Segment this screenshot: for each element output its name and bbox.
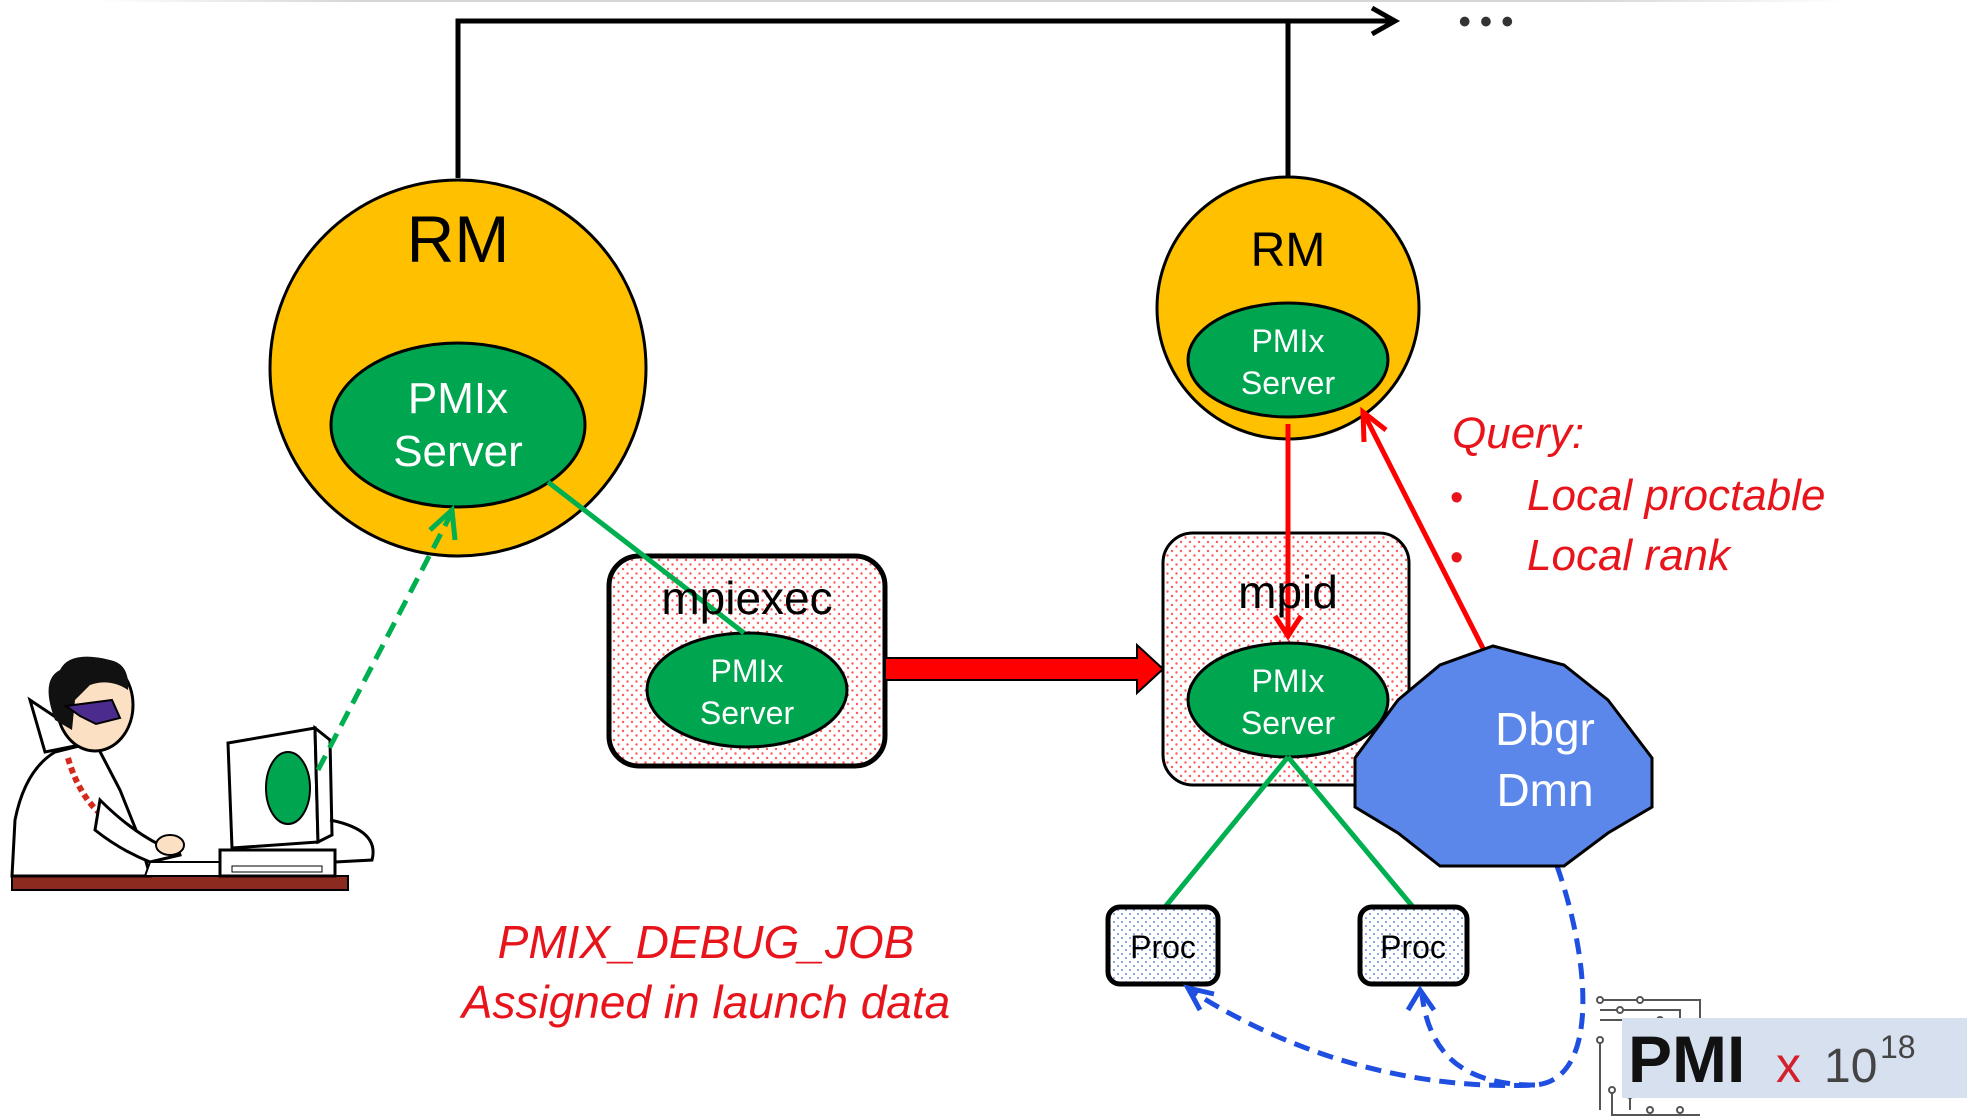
- rm-left-pmix-server: [329, 341, 587, 509]
- proc-left: Proc: [1105, 904, 1221, 987]
- rm-left-title: RM: [407, 202, 510, 276]
- mpiexec-label: mpiexec: [661, 572, 832, 624]
- continuation-ellipsis: • • •: [1459, 3, 1514, 41]
- launch-arrow: [884, 642, 1165, 696]
- debugger-daemon-line1: Dbgr: [1495, 703, 1595, 755]
- green-connections: [546, 480, 1415, 909]
- note-line1: PMIX_DEBUG_JOB: [498, 916, 915, 968]
- rm-left-server-line2: Server: [393, 427, 523, 476]
- logo-x-text: x: [1776, 1037, 1801, 1093]
- logo-exponent-text: 18: [1880, 1029, 1916, 1065]
- mpid-server-line1: PMIx: [1252, 663, 1325, 699]
- query-heading: Query:: [1452, 409, 1584, 458]
- monitor-screen-icon: [265, 751, 311, 825]
- debugger-attach-paths: [1188, 865, 1586, 1088]
- pmix-logo: PMI x 10 18: [1590, 990, 1969, 1120]
- debugger-arrowheads: [1183, 984, 1437, 1012]
- mpiexec-pmix-server: [645, 631, 849, 749]
- mpid-node: PMIx Server: [1161, 531, 1411, 787]
- rm-right-title: RM: [1251, 224, 1326, 277]
- query-arrow: [1360, 406, 1496, 670]
- rm-left-server-line1: PMIx: [408, 374, 508, 423]
- mpiexec-server-line2: Server: [700, 695, 795, 731]
- mpiexec-server-line1: PMIx: [711, 653, 784, 689]
- note-line2: Assigned in launch data: [459, 976, 950, 1028]
- rm-right-server-line2: Server: [1241, 365, 1336, 401]
- debugger-daemon-line2: Dmn: [1496, 764, 1593, 816]
- rm-to-mpid-arrow: [1272, 424, 1304, 641]
- logo-main-text: PMI: [1628, 1022, 1745, 1096]
- rm-left-node: RM PMIx Server: [268, 178, 648, 558]
- user-at-terminal-illustration: [10, 656, 375, 891]
- rm-right-pmix-server: [1186, 301, 1390, 419]
- rm-right-server-line1: PMIx: [1252, 323, 1325, 359]
- mpid-label: mpid: [1238, 566, 1338, 618]
- query-item-1: Local proctable: [1527, 471, 1825, 520]
- query-annotation: Query: • Local proctable • Local rank: [1450, 409, 1825, 580]
- tool-connect-arrow: [315, 504, 458, 772]
- top-rule: [95, 0, 1845, 2]
- mpid-server-line2: Server: [1241, 705, 1336, 741]
- proc-right-label: Proc: [1380, 929, 1446, 965]
- logo-badge-bg: [1622, 1018, 1967, 1098]
- query-bullet-2: •: [1450, 537, 1463, 579]
- proc-right: Proc: [1357, 904, 1470, 987]
- debugger-daemon: Dbgr Dmn: [1353, 644, 1654, 868]
- query-item-2: Local rank: [1527, 531, 1732, 580]
- rm-right-node: RM PMIx Server: [1155, 175, 1421, 441]
- logo-base-text: 10: [1824, 1040, 1877, 1093]
- network-bus: [455, 5, 1401, 178]
- query-bullet-1: •: [1450, 477, 1463, 519]
- proc-left-label: Proc: [1130, 929, 1196, 965]
